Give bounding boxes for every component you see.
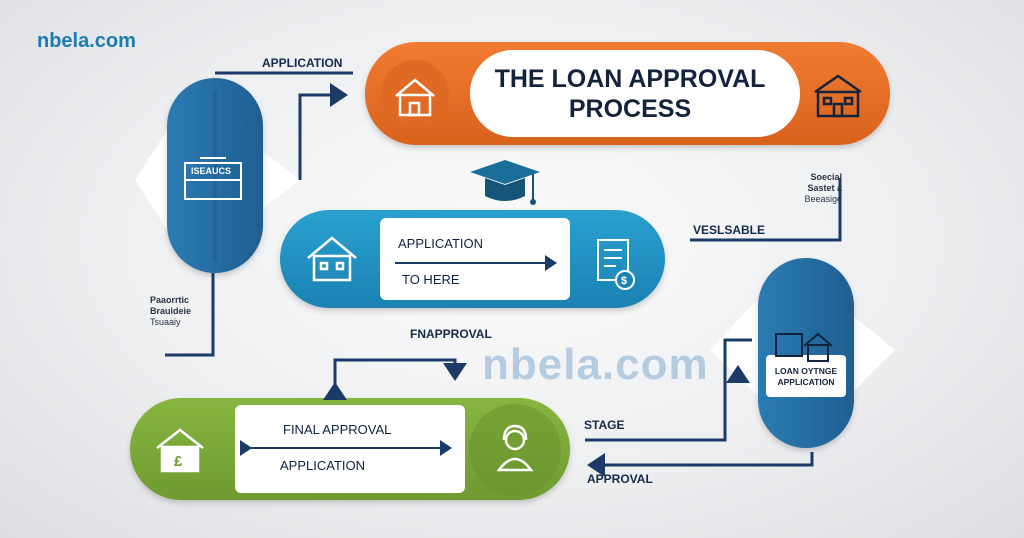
label-center-application: APPLICATION — [398, 236, 484, 251]
house-building-icon — [814, 74, 862, 118]
label-final-approval: FINAL APPROVAL — [283, 422, 392, 437]
title-line-1: THE LOAN APPROVAL — [494, 65, 766, 93]
label-stage: STAGE — [584, 418, 625, 432]
agent-icon — [496, 424, 534, 472]
right-house-icon — [775, 332, 833, 362]
pound-house-icon — [156, 428, 204, 473]
document-dollar-icon — [597, 239, 635, 290]
graduation-cap-icon — [470, 160, 540, 205]
right-vertical-pill — [758, 258, 854, 448]
left-note-line-1: Paaorrtic — [150, 295, 190, 305]
left-pill-sign: ISEAUCS — [191, 166, 232, 176]
watermark: nbela.com — [482, 340, 709, 389]
center-inner-plate — [380, 218, 570, 300]
title-inner-plate — [470, 50, 800, 137]
bank-icon — [184, 157, 242, 200]
label-vestable: VESLSABLE — [693, 223, 766, 237]
right-inner-plate — [766, 355, 846, 397]
left-note-line-2: Brauideie — [150, 306, 192, 316]
connector-finapproval — [323, 358, 467, 400]
house-icon — [381, 60, 449, 128]
svg-text:$: $ — [621, 275, 627, 287]
right-note-line-3: Beeasige — [804, 194, 842, 204]
connector-approval — [587, 452, 814, 477]
label-approval: APPROVAL — [587, 472, 653, 486]
right-pill-line-2: APPLICATION — [777, 377, 835, 387]
title-line-2: PROCESS — [568, 95, 692, 123]
right-small-note: Soecial Sastet a Beeasige — [790, 172, 842, 205]
svg-text:£: £ — [174, 453, 183, 470]
label-top-application: APPLICATION — [262, 56, 343, 70]
left-note-line-3: Tsuaaiy — [150, 317, 181, 327]
right-pill-label: LOAN OYTNGE APPLICATION — [768, 366, 844, 388]
label-green-application: APPLICATION — [280, 458, 366, 473]
connector-stage — [585, 338, 752, 442]
connector-left-down — [165, 273, 215, 357]
connector-to-title — [298, 83, 348, 180]
center-house-icon — [307, 236, 357, 282]
right-note-line-2: Sastet a — [807, 183, 842, 193]
connector-vestable — [690, 178, 842, 242]
right-pill-line-1: LOAN OYTNGE — [774, 366, 838, 376]
brand-logo: nbela.com — [37, 30, 136, 52]
left-small-note: Paaorrtic Brauideie Tsuaaiy — [150, 295, 191, 328]
label-finapproval: FNAPPROVAL — [410, 327, 492, 341]
page-title: THE LOAN APPROVAL PROCESS — [470, 64, 790, 124]
label-center-to-here: TO HERE — [402, 272, 460, 287]
right-note-line-1: Soecial — [810, 172, 842, 182]
